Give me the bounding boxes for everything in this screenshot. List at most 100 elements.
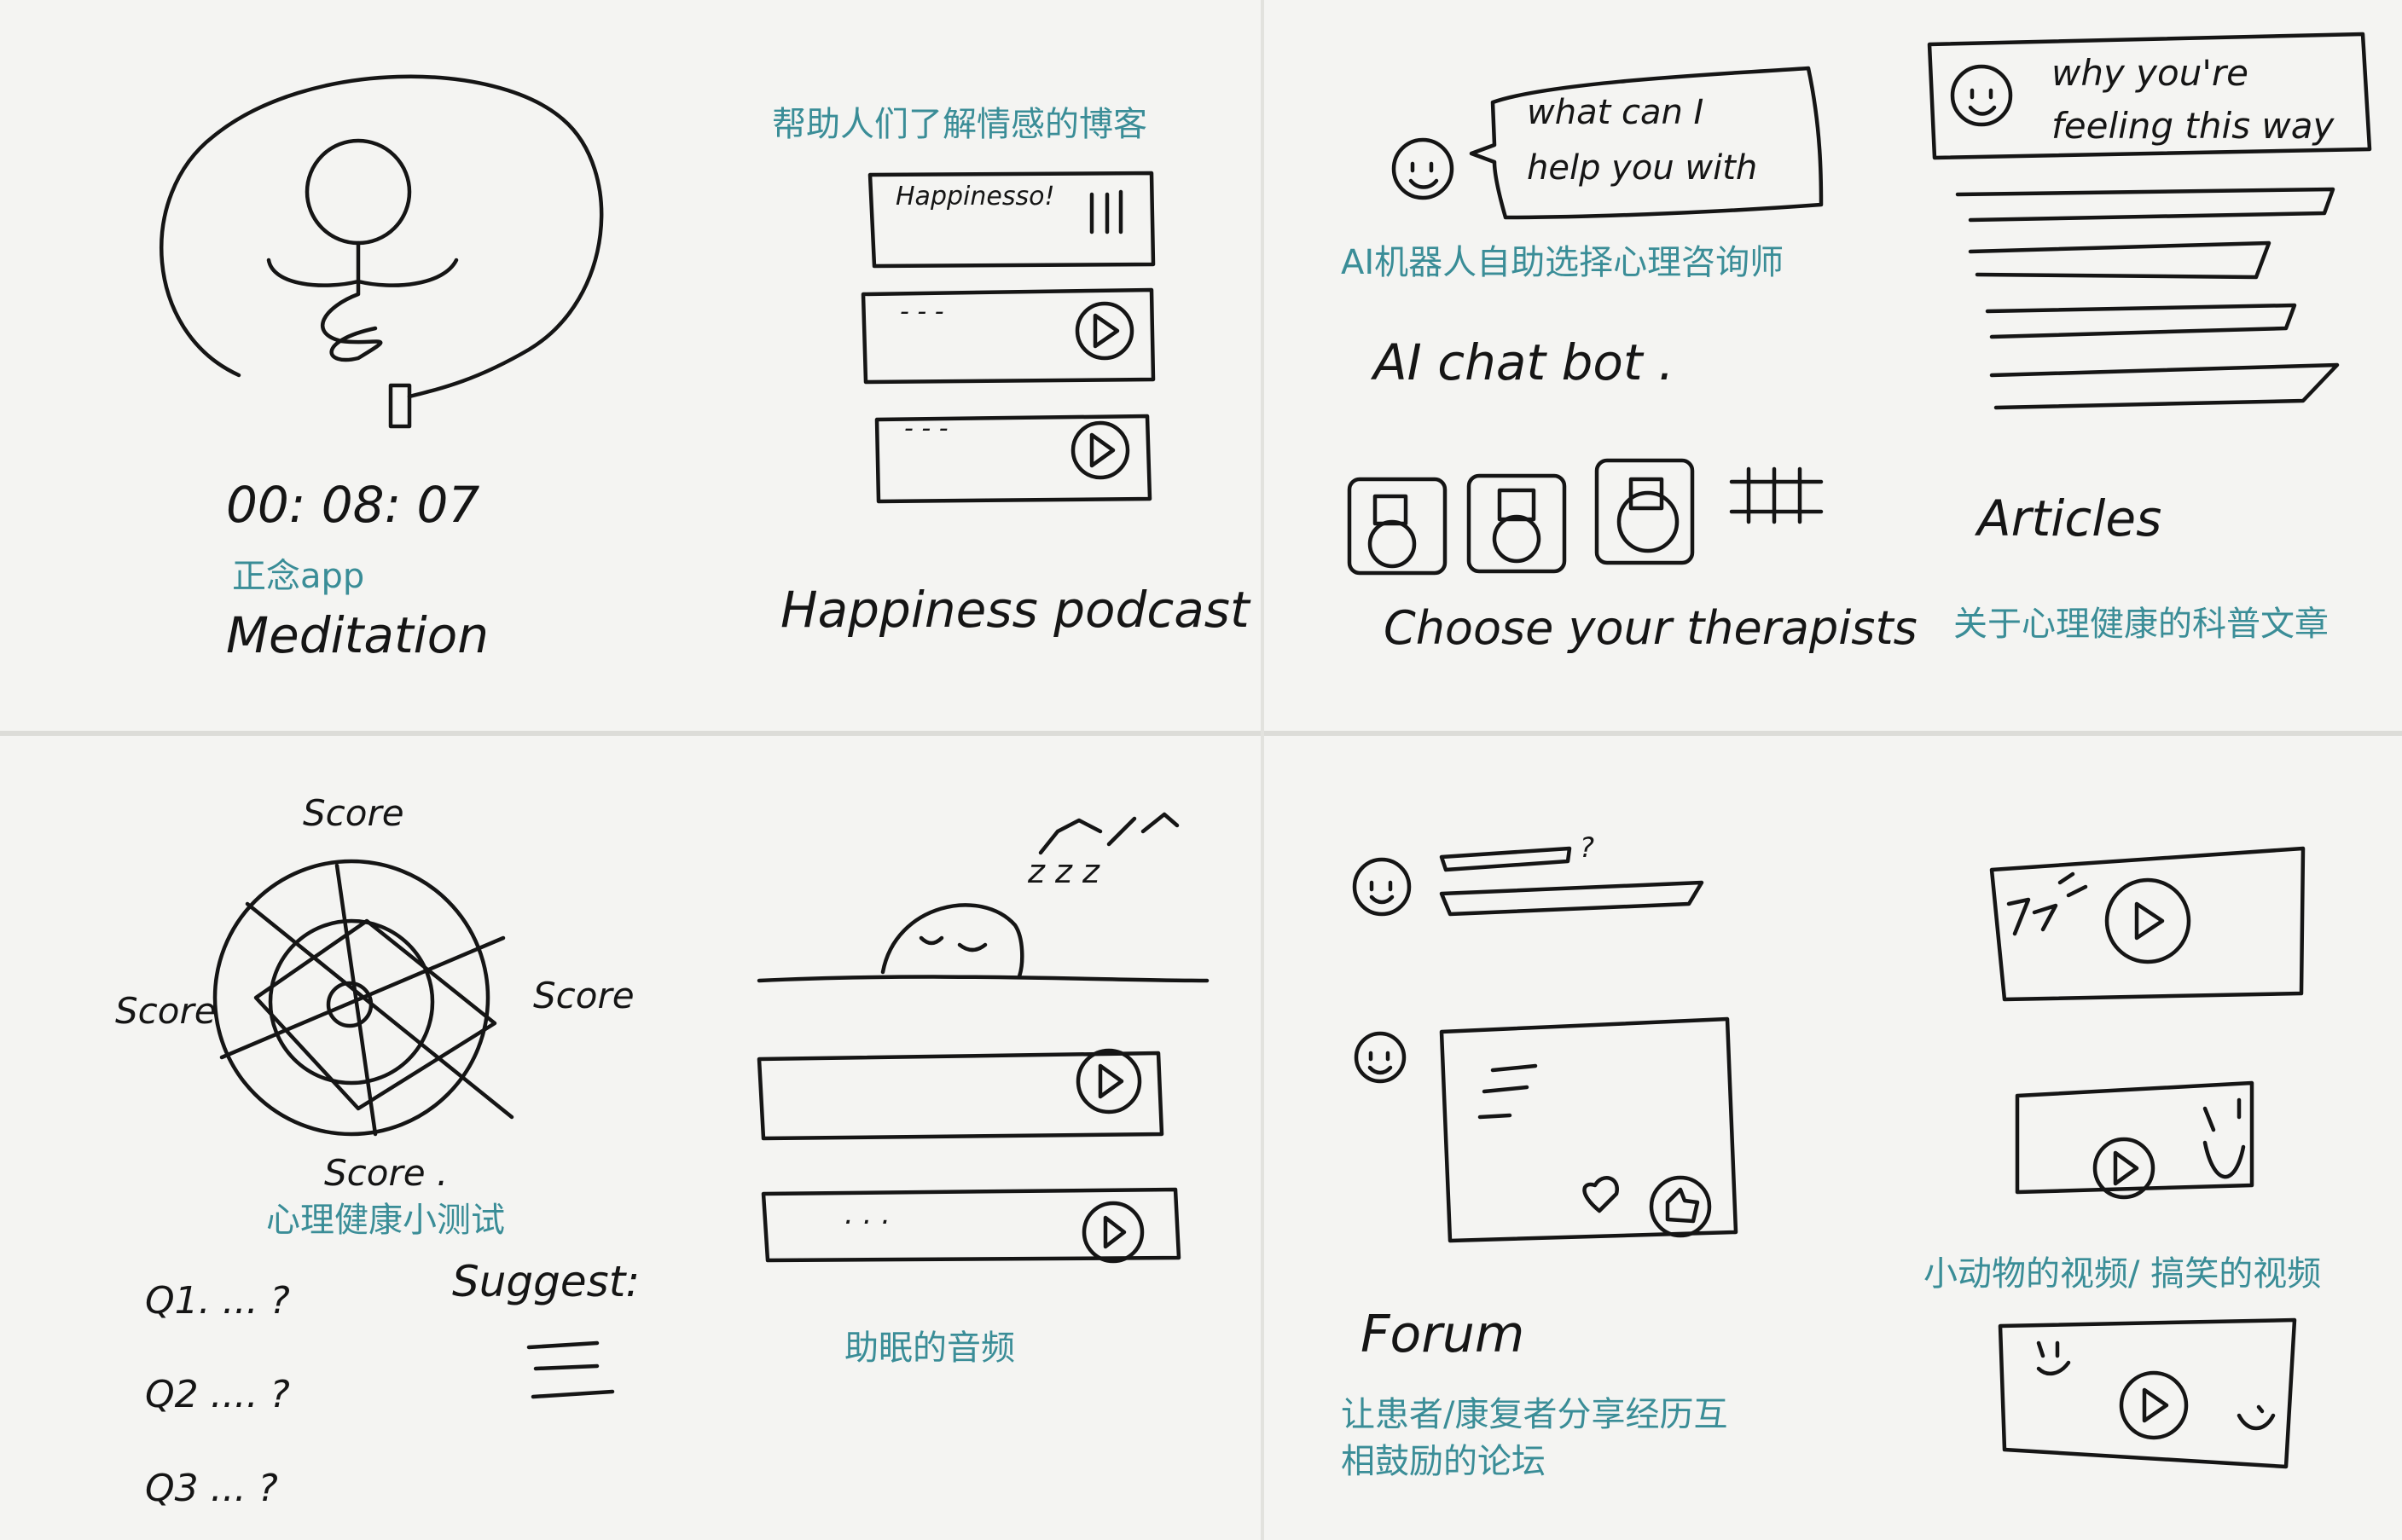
play-icon-triangle [1103,1215,1127,1249]
score-top: Score [303,792,404,834]
quiz-question-1: Q1. ... ? [145,1279,290,1323]
smiley-face [1369,880,1395,905]
like-icon [1649,1175,1712,1238]
play-icon [2104,877,2191,964]
video-card [1989,846,2306,1002]
articles-title: Articles [1974,489,2161,547]
therapist-face [1616,490,1680,553]
play-icon-triangle [1093,313,1120,349]
thumbs-up-icon [1665,1187,1700,1224]
quiz-question-2: Q2 .... ? [145,1373,290,1416]
meditation-screen: 00: 08: 07 Meditation [160,74,604,664]
meditator-head [305,138,412,246]
article-line [1955,187,2335,223]
quiz-caption: 心理健康小测试 [266,1201,505,1240]
sleep-screen: z z z . . . [757,812,1210,1264]
podcast-caption: 帮助人们了解情感的博客 [772,105,1147,144]
podcast-row-dots: - - - [904,414,949,443]
suggest-lines [526,1340,615,1399]
smiley-face [1408,161,1439,189]
meditation-device [388,383,412,429]
funny-faces-sketch [2036,1340,2276,1431]
articles-header-line1: why you're [2051,52,2248,94]
forum-post-text [1477,1063,1538,1120]
article-line [1989,362,2340,410]
play-icon [1076,1048,1142,1114]
zzz-mark [1038,812,1180,855]
sleeping-eyes [919,935,988,952]
therapist-label: Choose your therapists [1384,601,1918,655]
article-line [1985,303,2297,339]
therapist-face [1367,519,1417,569]
podcast-episode-card [861,287,1156,385]
therapist-card [1347,477,1448,576]
play-icon-triangle [1098,1063,1124,1099]
meditation-timer: 00: 08: 07 [226,476,479,534]
smiley-face [1367,1051,1393,1075]
chatbot-caption: AI机器人自助选择心理咨询师 [1341,243,1784,282]
forum-post-line [1439,846,1572,872]
scribble-mark [1729,466,1824,524]
chat-bubble-line2: help you with [1527,148,1757,188]
smiley-icon [1354,1031,1407,1084]
sleep-audio-card [761,1187,1181,1263]
meditation-caption: 正念app [232,557,365,596]
play-icon [1070,420,1130,480]
podcast-header-card [867,171,1156,269]
therapist-card [1594,458,1695,565]
podcast-screen: Happinesso! - - - - - - Happiness podcas… [780,171,1251,639]
sleep-caption: 助眠的音频 [844,1329,1015,1368]
smiley-face [1968,88,1997,116]
therapist-hat [1372,494,1408,526]
video-card [1998,1317,2297,1469]
articles-header-line2: feeling this way [2051,105,2335,147]
articles-caption: 关于心理健康的科普文章 [1953,605,2329,644]
play-icon-triangle [1089,432,1116,468]
sleep-row-dots: . . . [844,1197,891,1231]
forum-caption-line1: 让患者/康复者分享经历互 [1341,1395,1728,1434]
chat-bubble-line1: what can I [1527,93,1703,132]
meditator-body [266,240,459,362]
forum-title: Forum [1361,1305,1524,1364]
chatbot-title: AI chat bot . [1370,333,1674,391]
podcast-episode-card [874,414,1152,504]
score-left: Score [115,990,217,1032]
quiz-screen: Score Score Score Score . Q1. ... ? Q2 .… [115,792,640,1510]
articles-header-card [1927,32,2372,160]
videos-caption: 小动物的视频/ 搞笑的视频 [1923,1254,2322,1294]
forum-caption-line2: 相鼓励的论坛 [1341,1442,1546,1481]
play-icon [2119,1370,2189,1440]
forum-screen: ? Forum [1352,831,1738,1364]
play-icon [1075,301,1134,361]
smiley-icon [1391,137,1454,200]
therapist-hat [1628,477,1664,511]
smiley-icon [1950,64,2013,127]
meditation-title: Meditation [226,606,489,664]
chatbot-screen: what can I help you with AI chat bot . C… [1347,66,1918,655]
play-icon-triangle [2113,1150,2139,1186]
quiz-suggest: Suggest: [452,1257,640,1306]
chat-bubble [1469,66,1824,220]
blanket-line [757,975,1210,983]
sleeping-head [880,903,1024,979]
forum-post-card [1439,1016,1738,1243]
therapist-hat [1497,488,1536,522]
radar-outer-ring [212,859,490,1137]
articles-screen: why you're feeling this way Articles [1927,32,2372,547]
score-bottom: Score . [324,1152,448,1194]
heart-icon [1582,1176,1619,1213]
videos-screen [1989,846,2306,1469]
pause-icon [1089,189,1123,234]
radar-axes [219,863,514,1137]
meditation-halo [160,74,604,399]
radar-inner-ring [268,918,435,1086]
play-icon-triangle [2134,901,2165,941]
laughing-face-sketch [2202,1097,2246,1179]
video-card [2015,1080,2254,1195]
therapist-face [1492,514,1541,564]
sleep-audio-card [757,1051,1164,1141]
therapist-card [1466,473,1567,574]
podcast-title: Happiness podcast [780,581,1251,639]
quiz-question-3: Q3 ... ? [145,1467,278,1510]
